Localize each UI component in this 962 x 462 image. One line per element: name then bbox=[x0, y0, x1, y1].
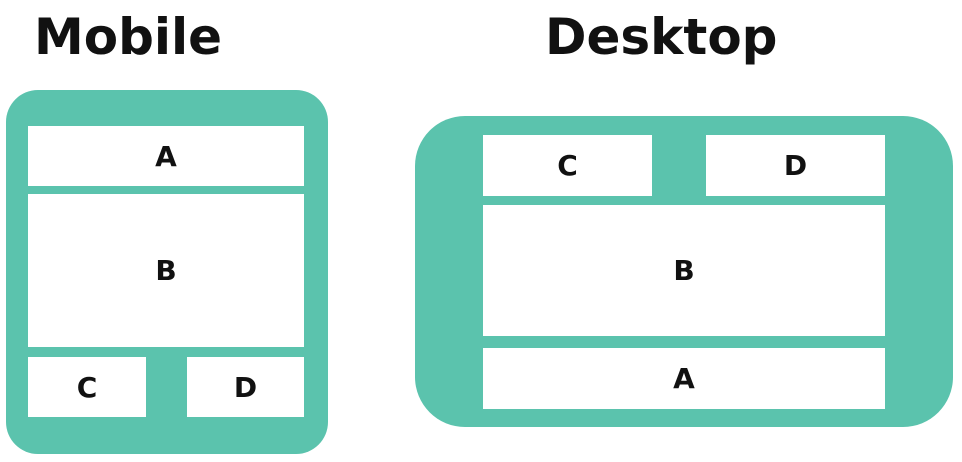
mobile-title: Mobile bbox=[34, 8, 223, 66]
mobile-block-c: C bbox=[28, 357, 146, 417]
desktop-block-d: D bbox=[706, 135, 885, 196]
desktop-block-b: B bbox=[483, 205, 885, 336]
desktop-block-a: A bbox=[483, 348, 885, 409]
mobile-device-frame: A B C D bbox=[6, 90, 328, 454]
desktop-block-c: C bbox=[483, 135, 652, 196]
mobile-block-b: B bbox=[28, 194, 304, 347]
desktop-device-frame: C D B A bbox=[415, 116, 953, 427]
desktop-title: Desktop bbox=[545, 8, 778, 66]
mobile-block-a: A bbox=[28, 126, 304, 186]
mobile-block-d: D bbox=[187, 357, 304, 417]
